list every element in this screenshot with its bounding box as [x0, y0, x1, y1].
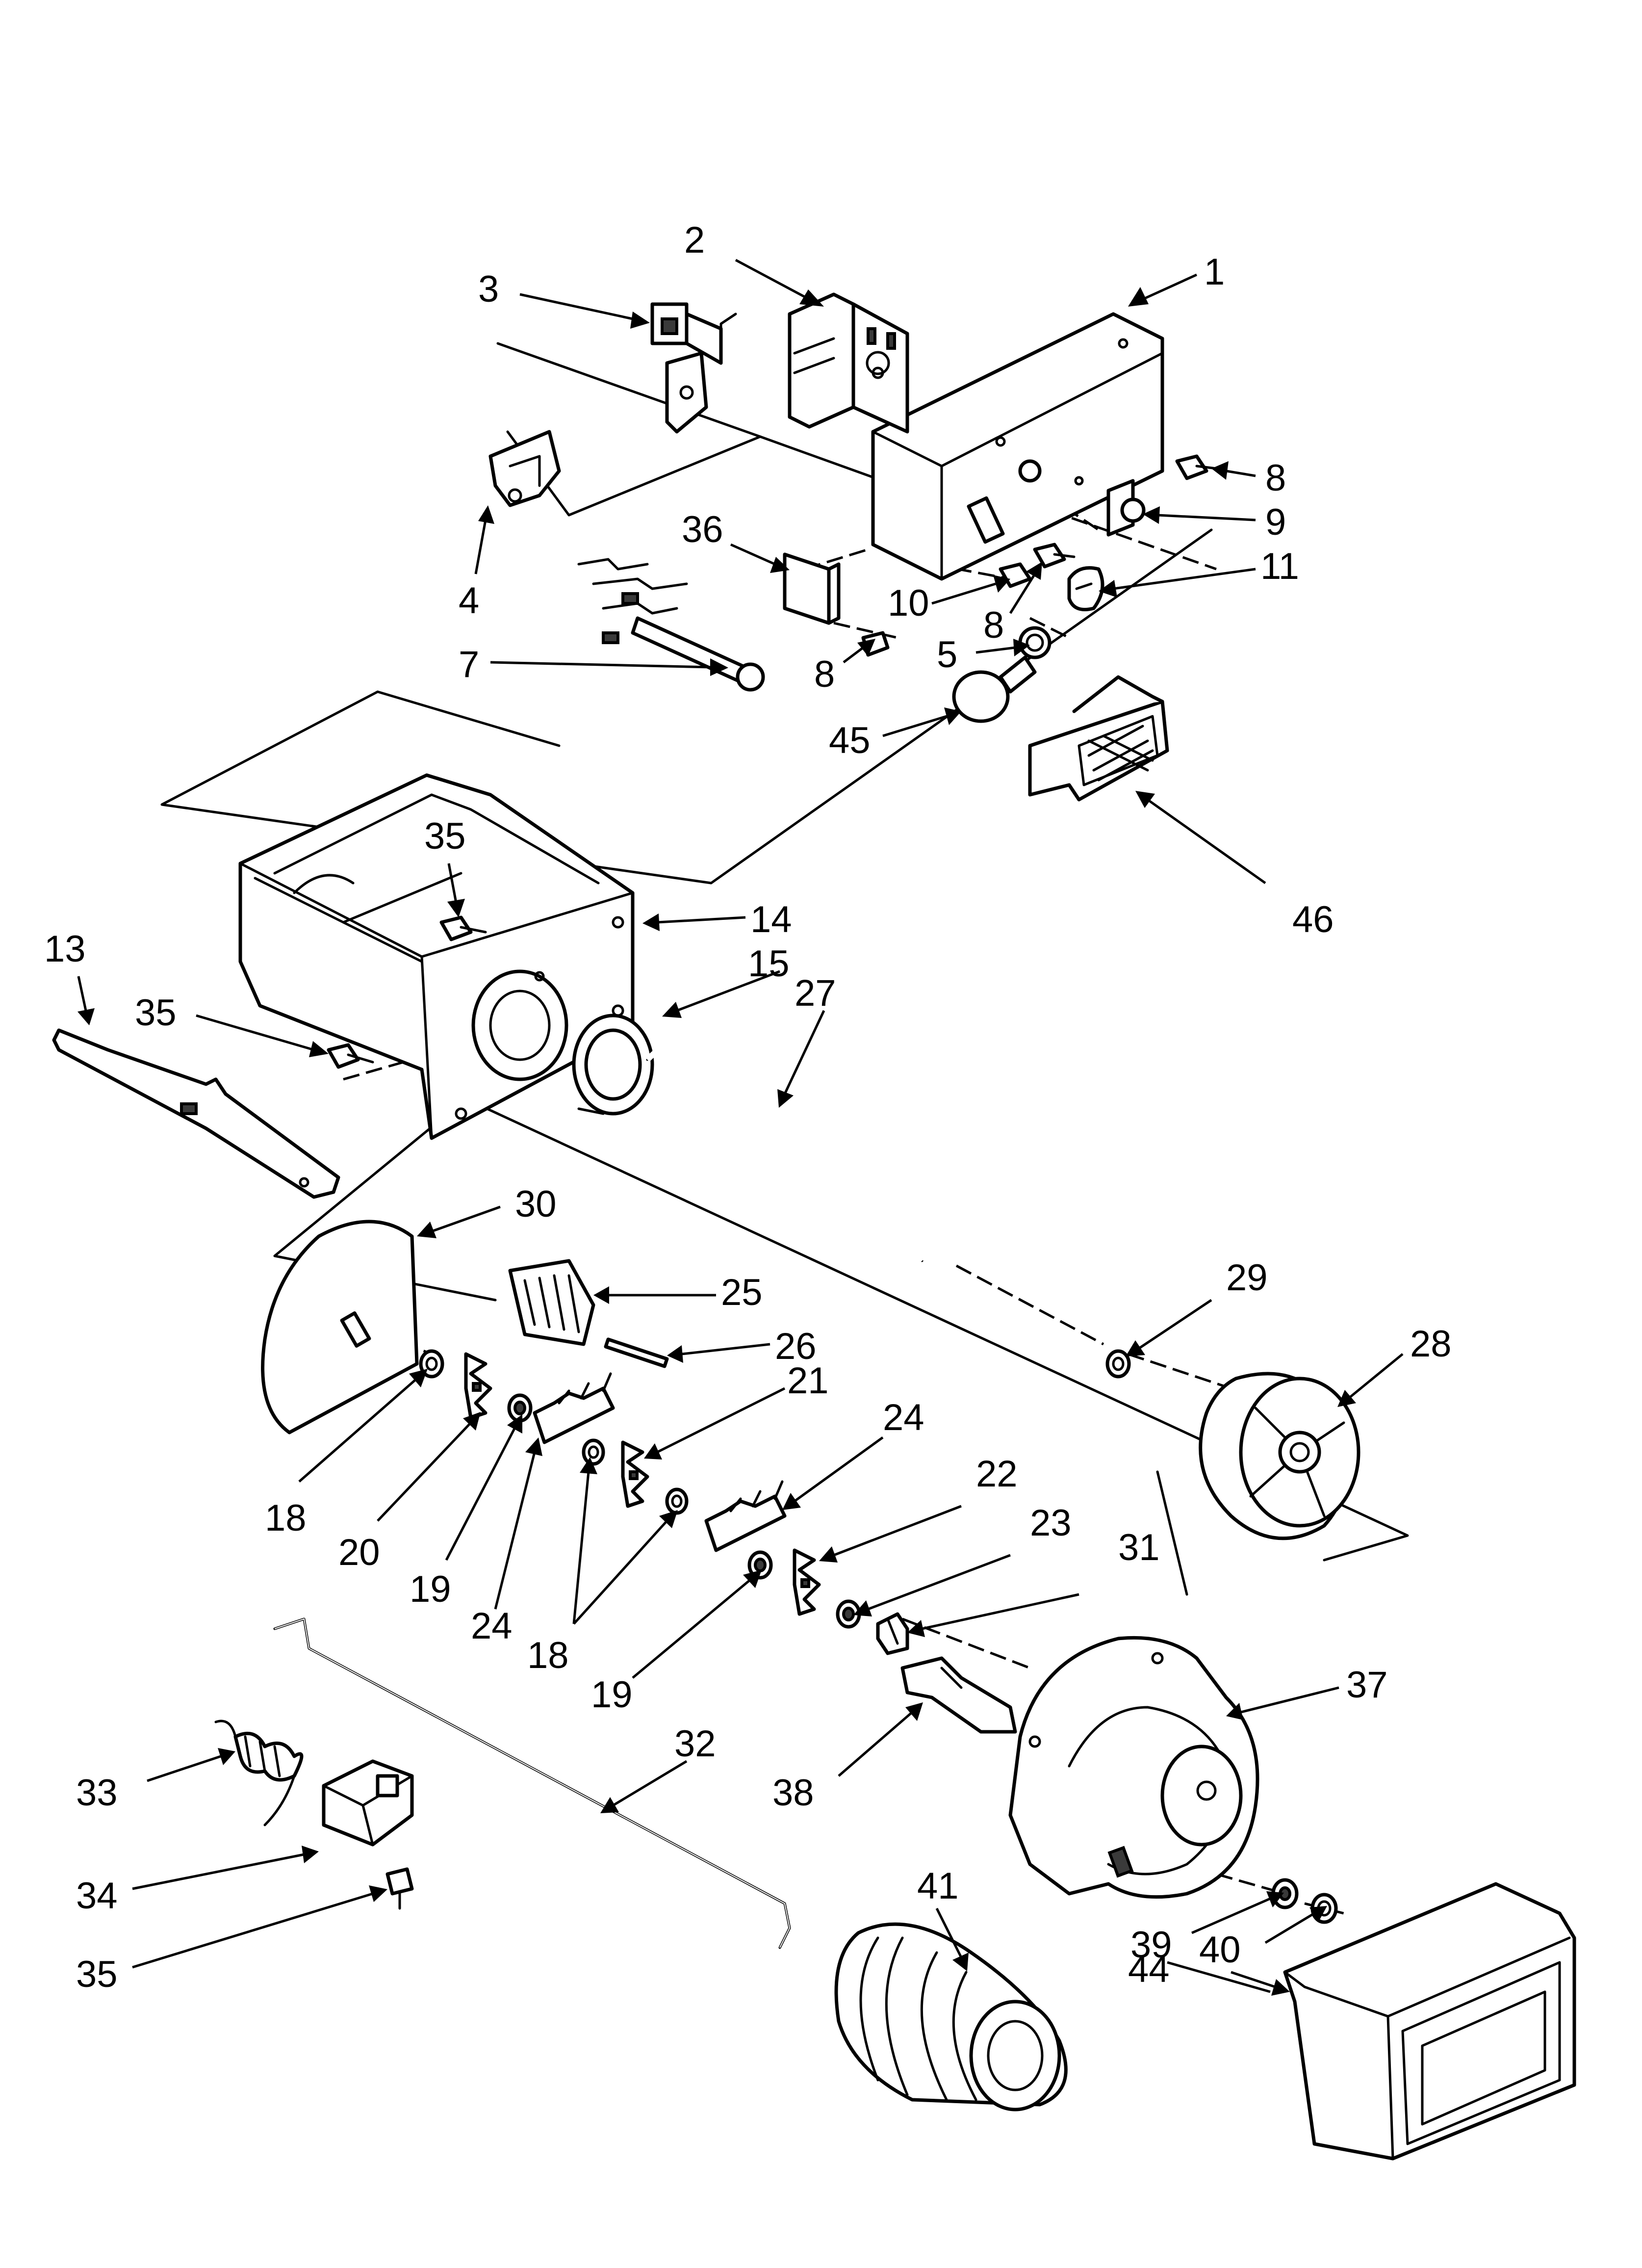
- callout-labels: 2 1 3 8 9 11 36 4 10 8 5 7 8 45 46 35 14…: [44, 219, 1452, 1995]
- screw-8-center: [1033, 543, 1076, 569]
- callout-19: 19: [591, 1674, 633, 1716]
- callout-26: 26: [775, 1326, 817, 1367]
- part-27-auger-coil: [645, 1038, 924, 1263]
- callout-33: 33: [76, 1772, 118, 1814]
- callout-18: 18: [265, 1497, 307, 1539]
- callout-11: 11: [1260, 546, 1299, 587]
- part-24-blade-b: [704, 1480, 787, 1552]
- callout-24: 24: [471, 1605, 513, 1647]
- callout-2: 2: [684, 219, 705, 261]
- part-41-coupler: [834, 1922, 1068, 2112]
- part-7-switch-assembly: [577, 558, 765, 692]
- part-2-timer-motor: [788, 292, 909, 434]
- part-32-rod: [273, 1617, 791, 1949]
- callout-4: 4: [459, 580, 479, 622]
- part-33-spring: [214, 1720, 304, 1826]
- part-15-bearing: [572, 1014, 654, 1116]
- screw-35-bottom: [385, 1867, 414, 1910]
- callout-36: 36: [682, 509, 723, 550]
- part-18-spacer-c: [665, 1487, 689, 1515]
- crusher-blade-stack: [419, 1349, 909, 1655]
- part-26-pin: [604, 1337, 669, 1368]
- part-22-blade: [793, 1548, 821, 1616]
- part-13-rail: [52, 1028, 340, 1199]
- callout-28: 28: [1410, 1323, 1452, 1365]
- callout-23: 23: [1030, 1502, 1072, 1544]
- callout-14: 14: [750, 899, 792, 940]
- callout-18: 18: [527, 1635, 569, 1676]
- callout-22: 22: [976, 1453, 1018, 1495]
- callout-1: 1: [1204, 251, 1225, 293]
- callout-39: 39: [1130, 1924, 1172, 1966]
- callout-30: 30: [515, 1183, 557, 1225]
- callout-40: 40: [1199, 1929, 1241, 1971]
- callout-5: 5: [937, 634, 957, 676]
- screws-upper: [861, 454, 1218, 657]
- callout-19: 19: [410, 1568, 451, 1610]
- callout-45: 45: [829, 720, 871, 761]
- callout-38: 38: [772, 1772, 814, 1814]
- callout-21: 21: [787, 1360, 829, 1402]
- callout-8: 8: [983, 604, 1004, 646]
- part-20-blade: [464, 1352, 492, 1420]
- part-37-gear-motor: [1008, 1636, 1259, 1899]
- callout-15: 15: [748, 943, 790, 985]
- callout-3: 3: [478, 268, 499, 310]
- part-14-ice-bin-housing: [238, 773, 635, 1140]
- callout-25: 25: [721, 1272, 763, 1313]
- part-46-bin-cover: [1028, 675, 1169, 802]
- screws-35: [327, 915, 487, 1910]
- part-3-solenoid: [650, 302, 737, 434]
- part-44-chute-door: [1283, 1882, 1576, 2161]
- part-34-clamp: [322, 1759, 414, 1847]
- callout-35: 35: [76, 1954, 118, 1995]
- part-19-washer-b: [747, 1550, 773, 1580]
- callout-10: 10: [888, 582, 929, 624]
- callout-34: 34: [76, 1875, 118, 1917]
- callout-9: 9: [1265, 501, 1286, 543]
- part-24-blade-a: [533, 1372, 615, 1444]
- part-4-bracket: [488, 430, 561, 507]
- part-21-blade: [621, 1440, 649, 1508]
- part-29-washer: [1105, 1349, 1131, 1379]
- callout-8: 8: [814, 653, 835, 695]
- callout-20: 20: [338, 1532, 380, 1573]
- part-5-socket-ring: [1018, 626, 1052, 659]
- callout-24: 24: [883, 1397, 924, 1438]
- screw-35-in-bin: [439, 915, 487, 941]
- leader-lines: [77, 259, 1404, 1996]
- part-36-cover-plate: [783, 552, 841, 625]
- callout-46: 46: [1292, 899, 1334, 940]
- part-28-drive-wheel: [1199, 1372, 1360, 1540]
- part-1-control-housing: [871, 312, 1164, 581]
- part-18-spacer-b: [582, 1438, 605, 1466]
- part-31-nut: [876, 1612, 909, 1655]
- part-11-lamp-socket: [1067, 566, 1104, 611]
- screw-8-right: [1175, 454, 1218, 480]
- part-9-clip: [1106, 479, 1146, 537]
- callout-13: 13: [44, 928, 86, 970]
- callout-35: 35: [135, 992, 177, 1034]
- part-45-light-bulb: [952, 655, 1037, 723]
- callout-27: 27: [795, 972, 836, 1014]
- screw-35-side: [327, 1043, 374, 1069]
- callout-29: 29: [1226, 1257, 1268, 1299]
- part-38-bracket: [900, 1656, 1017, 1734]
- callout-44: 44: [1128, 1949, 1170, 1990]
- callout-35: 35: [424, 815, 466, 857]
- callout-32: 32: [674, 1723, 716, 1765]
- callout-31: 31: [1118, 1527, 1160, 1568]
- callout-8: 8: [1265, 457, 1286, 499]
- callout-41: 41: [917, 1865, 959, 1907]
- part-30-end-plate: [261, 1220, 419, 1434]
- part-25-crusher-block: [508, 1259, 595, 1346]
- callout-37: 37: [1346, 1664, 1388, 1706]
- callout-7: 7: [459, 644, 479, 685]
